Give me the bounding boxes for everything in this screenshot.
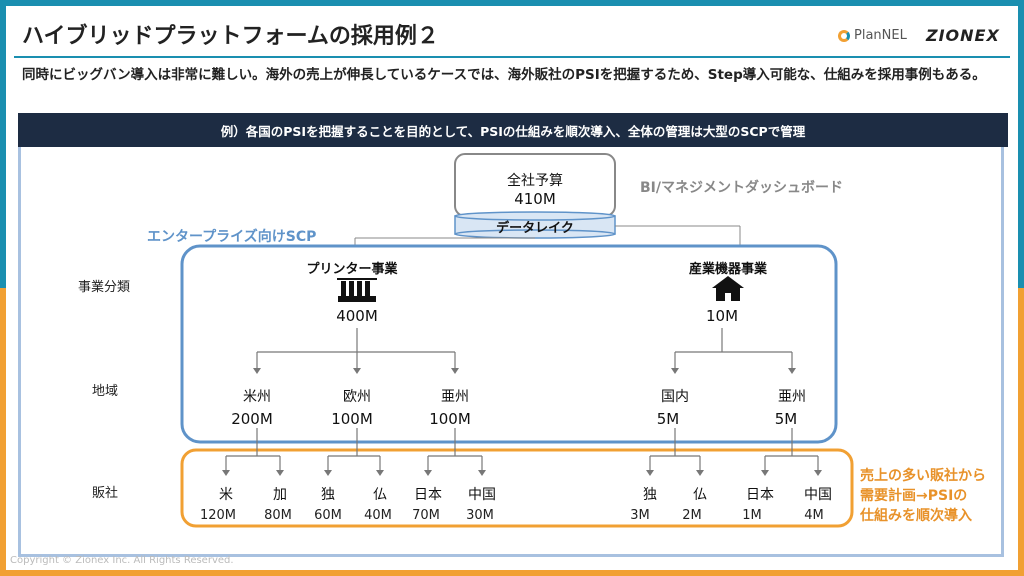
sales-company-value: 4M <box>804 508 824 523</box>
house-icon <box>712 276 744 301</box>
region-value: 100M <box>429 410 471 428</box>
enterprise-scp-label: エンタープライズ向けSCP <box>147 229 317 245</box>
region-name: 欧州 <box>343 389 371 405</box>
region-name: 亜州 <box>441 389 469 405</box>
sales-company-value: 3M <box>630 508 650 523</box>
sales-company-name: 日本 <box>414 487 442 503</box>
row-label-sales-company: 販社 <box>92 486 119 501</box>
business-value-printer: 400M <box>336 307 378 325</box>
planel-logo: PlanNEL <box>838 28 907 43</box>
sales-company-value: 1M <box>742 508 762 523</box>
row-label-business: 事業分類 <box>78 280 131 295</box>
zionex-logo: ZIONEX <box>926 26 1000 45</box>
business-value-industrial: 10M <box>705 307 739 325</box>
business-name-industrial: 産業機器事業 <box>688 262 768 277</box>
slide-title: ハイブリッドプラットフォームの採用例２ <box>22 24 439 49</box>
region-name: 米州 <box>243 389 271 405</box>
sales-company-name: 仏 <box>373 487 387 503</box>
sales-company-value: 40M <box>364 508 392 523</box>
sales-company-name: 日本 <box>746 487 774 503</box>
planel-logo-text: PlanNEL <box>854 28 907 43</box>
region-name: 国内 <box>661 389 689 405</box>
planel-logo-icon <box>838 29 850 42</box>
sales-company-name: 中国 <box>468 487 496 503</box>
sales-company-name: 仏 <box>693 487 707 503</box>
sales-company-value: 30M <box>466 508 494 523</box>
callout-line: 需要計画→PSIの <box>860 488 968 504</box>
region-value: 5M <box>656 410 680 428</box>
sales-company-value: 2M <box>682 508 702 523</box>
budget-name: 全社予算 <box>507 173 563 189</box>
sales-company-value: 80M <box>264 508 292 523</box>
example-banner-text: 例）各国のPSIを把握することを目的として、PSIの仕組みを順次導入、全体の管理… <box>220 123 806 139</box>
sales-company-value: 120M <box>199 508 237 523</box>
example-banner: 例）各国のPSIを把握することを目的として、PSIの仕組みを順次導入、全体の管理… <box>18 113 1008 147</box>
bi-dashboard-label: BI/マネジメントダッシュボード <box>640 180 843 196</box>
slide <box>6 6 1018 570</box>
data-lake-label: データレイク <box>496 221 574 236</box>
title-divider <box>14 56 1010 58</box>
lead-text: 同時にビッグバン導入は非常に難しい。海外の売上が伸長しているケースでは、海外販社… <box>22 67 986 83</box>
sales-company-name: 独 <box>321 487 335 503</box>
rollout-callout: 売上の多い販社から 需要計画→PSIの 仕組みを順次導入 <box>860 466 986 526</box>
sales-company-value: 60M <box>314 508 342 523</box>
sales-company-name: 独 <box>643 487 657 503</box>
sales-company-box <box>180 448 854 528</box>
sales-company-name: 加 <box>273 487 287 503</box>
callout-line: 仕組みを順次導入 <box>860 508 972 524</box>
business-name-printer: プリンター事業 <box>306 262 398 277</box>
region-value: 100M <box>331 410 373 428</box>
sales-company-value: 70M <box>412 508 440 523</box>
diagram-frame <box>18 147 1004 557</box>
copyright-text: Copyright © Zionex Inc. All Rights Reser… <box>10 555 234 566</box>
region-value: 5M <box>774 410 798 428</box>
enterprise-scp-box <box>180 244 838 444</box>
sales-company-name: 米 <box>219 487 233 503</box>
budget-value: 410M <box>514 190 556 208</box>
region-name: 亜州 <box>778 389 806 405</box>
sales-company-name: 中国 <box>804 487 832 503</box>
row-label-region: 地域 <box>92 384 119 399</box>
callout-line: 売上の多い販社から <box>860 468 986 484</box>
factory-icon <box>337 278 377 302</box>
region-value: 200M <box>231 410 273 428</box>
